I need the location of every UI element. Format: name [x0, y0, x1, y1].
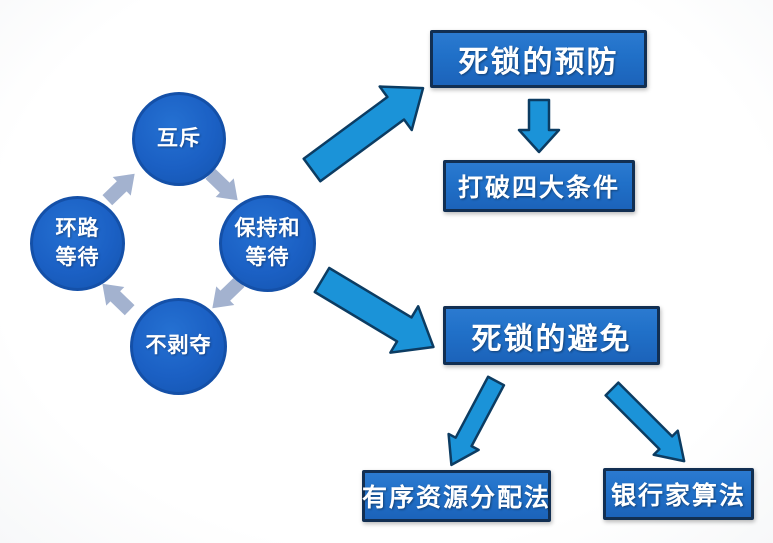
- arrow-avoidance-to-banker-icon: [604, 381, 686, 463]
- avoidance-method-label: 银行家算法: [610, 482, 746, 510]
- arrow-prevention-to-breakfour-icon: [517, 98, 561, 154]
- condition-label: 互斥: [157, 126, 201, 150]
- prevention-box: 死锁的预防: [430, 30, 647, 88]
- condition-hold-and-wait: 保持和 等待: [219, 195, 316, 292]
- condition-label-line2: 等待: [245, 245, 290, 269]
- condition-mutual-exclusion: 互斥: [132, 92, 226, 186]
- condition-no-preemption: 不剥夺: [130, 298, 227, 395]
- condition-circular-wait: 环路 等待: [30, 196, 125, 291]
- condition-label-line1: 环路: [55, 217, 100, 241]
- bankers-algorithm-box: 银行家算法: [603, 468, 754, 520]
- arrow-holdwait-to-nopreempt-icon: [212, 276, 245, 309]
- avoidance-title: 死锁的避免: [471, 322, 632, 356]
- prevention-method-label: 打破四大条件: [457, 174, 620, 202]
- arrow-avoidance-to-ordered-icon: [447, 375, 506, 467]
- avoidance-method-label: 有序资源分配法: [362, 484, 552, 512]
- condition-label: 不剥夺: [145, 334, 212, 358]
- ordered-resource-allocation-box: 有序资源分配法: [362, 470, 551, 522]
- avoidance-box: 死锁的避免: [443, 306, 660, 365]
- break-four-conditions-box: 打破四大条件: [443, 160, 635, 212]
- arrow-cycle-to-prevention-icon: [302, 85, 425, 183]
- condition-label-line1: 保持和: [234, 217, 301, 241]
- condition-label-line2: 等待: [55, 245, 100, 269]
- arrow-cycle-to-avoidance-icon: [313, 266, 435, 354]
- prevention-title: 死锁的预防: [458, 46, 619, 79]
- arrow-nopreempt-to-circularwait-icon: [102, 283, 135, 316]
- arrow-circularwait-to-mutex-icon: [102, 173, 135, 206]
- arrow-mutex-to-holdwait-icon: [205, 168, 238, 201]
